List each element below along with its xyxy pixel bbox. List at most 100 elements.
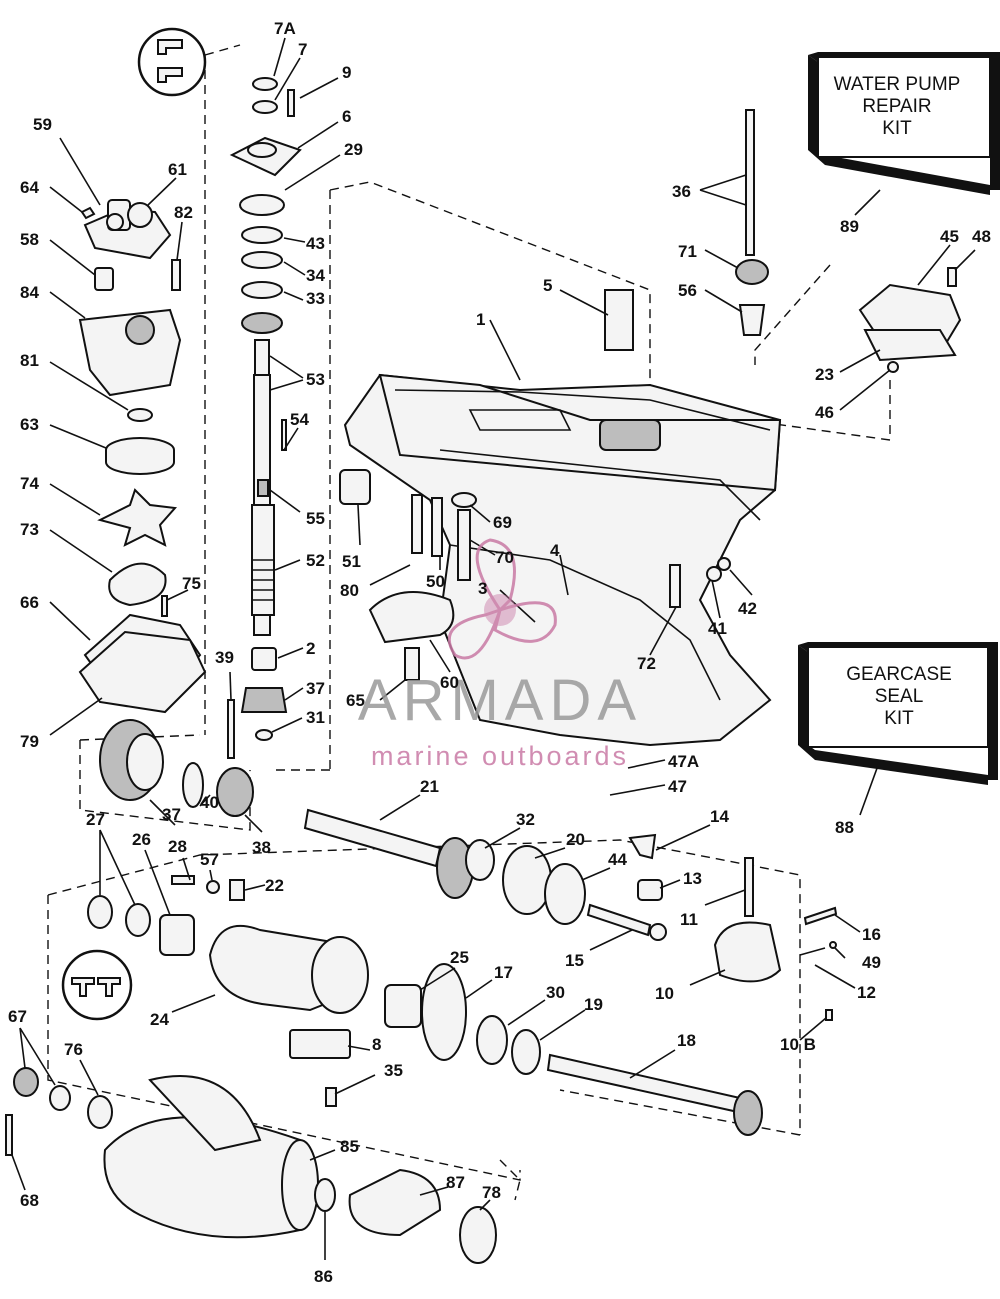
callout-16: 16 bbox=[862, 925, 881, 944]
callout-76: 76 bbox=[64, 1040, 83, 1059]
propeller-85 bbox=[103, 1116, 301, 1239]
callout-89: 89 bbox=[840, 217, 859, 236]
callout-80: 80 bbox=[340, 581, 359, 600]
callout-51: 51 bbox=[342, 552, 361, 571]
callout-81: 81 bbox=[20, 351, 39, 370]
bearing-2 bbox=[251, 647, 277, 671]
callout-74: 74 bbox=[20, 474, 39, 493]
callout-19: 19 bbox=[584, 995, 603, 1014]
callout-48: 48 bbox=[972, 227, 991, 246]
callout-68: 68 bbox=[20, 1191, 39, 1210]
callout-43: 43 bbox=[306, 234, 325, 253]
cam-follower-10 bbox=[713, 921, 782, 983]
callout-8: 8 bbox=[372, 1035, 381, 1054]
callout-9: 9 bbox=[342, 63, 351, 82]
spacer-87 bbox=[348, 1168, 442, 1237]
callout-49: 49 bbox=[862, 953, 881, 972]
assembly-dashed-lines bbox=[47, 44, 891, 1201]
callout-79: 79 bbox=[20, 732, 39, 751]
callout-85: 85 bbox=[340, 1137, 359, 1156]
callout-55: 55 bbox=[306, 509, 325, 528]
callout-66: 66 bbox=[20, 593, 39, 612]
armada-watermark: ARMADA marine outboards bbox=[358, 538, 642, 771]
water-pump-kit-line-1: WATER PUMP bbox=[834, 74, 961, 95]
seal-kit-line-3: KIT bbox=[884, 708, 914, 729]
callout-27: 27 bbox=[86, 810, 105, 829]
callout-7a: 7A bbox=[274, 19, 296, 38]
pinion-gear-37 bbox=[240, 687, 288, 713]
callout-38: 38 bbox=[252, 838, 271, 857]
callout-33: 33 bbox=[306, 289, 325, 308]
callout-36: 36 bbox=[672, 182, 691, 201]
bearing-26 bbox=[159, 914, 195, 956]
bushing-56 bbox=[738, 304, 766, 336]
callout-50: 50 bbox=[426, 572, 445, 591]
callout-29: 29 bbox=[344, 140, 363, 159]
water-pump-kit-line-3: KIT bbox=[882, 118, 912, 139]
callout-37-upper: 37 bbox=[306, 679, 325, 698]
callout-53: 53 bbox=[306, 370, 325, 389]
callout-42: 42 bbox=[738, 599, 757, 618]
anode-5 bbox=[604, 289, 634, 351]
callout-65: 65 bbox=[346, 691, 365, 710]
propeller-shaft-21 bbox=[303, 808, 442, 868]
callout-39: 39 bbox=[215, 648, 234, 667]
shift-rod-36 bbox=[745, 109, 755, 256]
impeller-74 bbox=[97, 488, 178, 547]
callout-34: 34 bbox=[306, 266, 325, 285]
callout-56: 56 bbox=[678, 281, 697, 300]
callout-10: 10 bbox=[655, 984, 674, 1003]
callout-60: 60 bbox=[440, 673, 459, 692]
watermark-brand: ARMADA bbox=[358, 668, 642, 733]
callout-64: 64 bbox=[20, 178, 39, 197]
callout-31: 31 bbox=[306, 708, 325, 727]
callout-47a: 47A bbox=[668, 752, 699, 771]
trim-tab-60 bbox=[368, 591, 455, 644]
callout-1: 1 bbox=[476, 310, 485, 329]
callout-28: 28 bbox=[168, 837, 187, 856]
callout-26: 26 bbox=[132, 830, 151, 849]
clip-inset-circle bbox=[137, 27, 207, 97]
callout-82: 82 bbox=[174, 203, 193, 222]
callout-70: 70 bbox=[495, 548, 514, 567]
callout-75: 75 bbox=[182, 574, 201, 593]
callout-4: 4 bbox=[550, 541, 560, 560]
bearing-25 bbox=[384, 984, 422, 1028]
callout-10b: 10 B bbox=[780, 1035, 816, 1054]
callout-20: 20 bbox=[566, 830, 585, 849]
callout-73: 73 bbox=[20, 520, 39, 539]
callout-67: 67 bbox=[8, 1007, 27, 1026]
callout-71: 71 bbox=[678, 242, 697, 261]
callout-63: 63 bbox=[20, 415, 39, 434]
callout-59: 59 bbox=[33, 115, 52, 134]
callout-88: 88 bbox=[835, 818, 854, 837]
callout-35: 35 bbox=[384, 1061, 403, 1080]
bearing-carrier-parts bbox=[61, 875, 763, 1136]
impeller-housing-84 bbox=[78, 308, 182, 397]
callout-11: 11 bbox=[680, 910, 698, 929]
callout-12: 12 bbox=[857, 983, 876, 1002]
seal-kit-line-1: GEARCASE bbox=[846, 664, 952, 685]
callout-24: 24 bbox=[150, 1010, 169, 1029]
leader-lines bbox=[11, 37, 976, 1260]
callout-7: 7 bbox=[298, 40, 307, 59]
callout-72: 72 bbox=[637, 654, 656, 673]
shift-rod-parts bbox=[735, 109, 962, 373]
water-pump-parts bbox=[78, 27, 207, 714]
callout-47: 47 bbox=[668, 777, 687, 796]
callout-45: 45 bbox=[940, 227, 959, 246]
callout-46: 46 bbox=[815, 403, 834, 422]
watermark-tagline: marine outboards bbox=[371, 741, 629, 771]
gear-train-parts bbox=[99, 719, 838, 1021]
callout-17: 17 bbox=[494, 963, 513, 982]
callout-21: 21 bbox=[420, 777, 439, 796]
callout-25: 25 bbox=[450, 948, 469, 967]
callout-61: 61 bbox=[168, 160, 187, 179]
callout-52: 52 bbox=[306, 551, 325, 570]
propeller-logo-icon bbox=[447, 538, 557, 660]
liner-58 bbox=[94, 267, 114, 291]
callout-58: 58 bbox=[20, 230, 39, 249]
callout-87: 87 bbox=[446, 1173, 465, 1192]
callout-78: 78 bbox=[482, 1183, 501, 1202]
callout-84: 84 bbox=[20, 283, 39, 302]
